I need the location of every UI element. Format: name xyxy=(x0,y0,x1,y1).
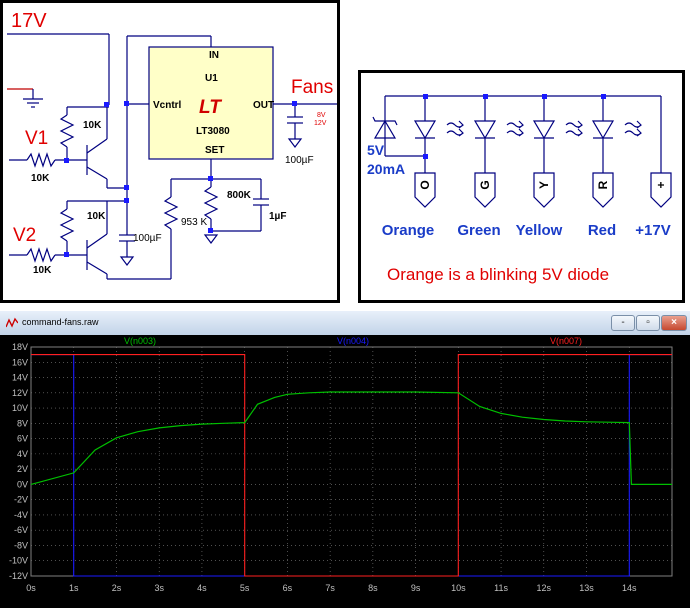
led-name-orange: Orange xyxy=(382,222,435,239)
window-titlebar[interactable]: command-fans.raw - ▫ × xyxy=(0,311,690,335)
led-note: Orange is a blinking 5V diode xyxy=(387,265,609,284)
pin-o: O xyxy=(418,180,432,189)
x-tick-label: 0s xyxy=(26,583,36,593)
x-tick-label: 8s xyxy=(368,583,378,593)
schematic-drawing: 17V Fans V1 V2 IN U1 Vcntrl OUT LT3080 S… xyxy=(7,10,337,280)
supply-label: 17V xyxy=(11,10,47,32)
x-tick-label: 14s xyxy=(622,583,637,593)
x-tick-label: 9s xyxy=(411,583,421,593)
y-tick-label: 6V xyxy=(17,434,28,444)
trace-vn003 xyxy=(30,391,672,485)
x-tick-label: 2s xyxy=(112,583,122,593)
c-filter-label: 100µF xyxy=(133,233,162,244)
r-base1-label: 10K xyxy=(31,173,50,184)
led-name-supply: +17V xyxy=(635,222,670,239)
v1-label: V1 xyxy=(25,128,48,149)
waveform-window: command-fans.raw - ▫ × 18V 16V 14V 12V 10V 8V… xyxy=(0,311,690,608)
trace-vn007 xyxy=(31,354,672,577)
y-tick-label: 0V xyxy=(17,479,28,489)
pin-r: R xyxy=(596,180,610,189)
waveform-plot: 18V 16V 14V 12V 10V 8V 6V 4V 2V 0V -2V -4V -6V -8V -10… xyxy=(0,335,690,608)
legend-entry: V(n004) xyxy=(337,336,369,346)
lt-logo: LT xyxy=(199,97,222,118)
x-tick-label: 6s xyxy=(283,583,293,593)
x-tick-label: 12s xyxy=(537,583,552,593)
ic-part: LT3080 xyxy=(196,126,230,137)
window-title: command-fans.raw xyxy=(22,317,99,327)
waveform-app-icon xyxy=(5,316,19,328)
ic-pin-in: IN xyxy=(209,50,219,61)
r-top-pullup-label: 10K xyxy=(83,120,102,131)
y-tick-label: 12V xyxy=(12,388,28,398)
x-tick-label: 5s xyxy=(240,583,250,593)
y-tick-label: -12V xyxy=(9,571,28,581)
y-tick-label: 14V xyxy=(12,373,28,383)
out-label: Fans xyxy=(291,77,333,98)
y-tick-label: 18V xyxy=(12,342,28,352)
close-button[interactable]: × xyxy=(661,315,687,331)
x-tick-label: 13s xyxy=(579,583,594,593)
y-tick-label: 2V xyxy=(17,464,28,474)
y-tick-label: 4V xyxy=(17,449,28,459)
led-name-red: Red xyxy=(588,222,616,239)
legend-entry: V(n007) xyxy=(550,336,582,346)
ic-pin-out: OUT xyxy=(253,100,274,111)
r-mid-pullup-label: 10K xyxy=(87,211,106,222)
y-tick-label: 16V xyxy=(12,357,28,367)
led-drawing: O G Y R + 5V 20mA Orange Green Yellow Re… xyxy=(367,94,672,284)
plot-background xyxy=(0,335,690,608)
ic-pin-vctrl: Vcntrl xyxy=(153,100,182,111)
c-out-label: 100µF xyxy=(285,155,314,166)
v2-label: V2 xyxy=(13,225,36,246)
led-supply-label-1: 5V xyxy=(367,142,385,158)
x-tick-label: 11s xyxy=(494,583,508,593)
y-tick-label: 10V xyxy=(12,403,28,413)
x-tick-label: 4s xyxy=(197,583,207,593)
led-name-green: Green xyxy=(457,222,500,239)
y-tick-label: -8V xyxy=(14,540,28,550)
c-set-label: 1µF xyxy=(269,211,286,222)
y-tick-label: -10V xyxy=(9,556,28,566)
led-supply-label-2: 20mA xyxy=(367,161,405,177)
pin-y: Y xyxy=(537,181,551,189)
led-connector-panel: O G Y R + 5V 20mA Orange Green Yellow Re… xyxy=(358,70,685,303)
r-set2-label: 800K xyxy=(227,190,252,201)
x-tick-label: 3s xyxy=(154,583,164,593)
x-tick-label: 1s xyxy=(69,583,79,593)
maximize-button[interactable]: ▫ xyxy=(636,315,660,331)
minimize-button[interactable]: - xyxy=(611,315,635,331)
r-set1-label: 953 K xyxy=(181,217,207,228)
r-base2-label: 10K xyxy=(33,265,52,276)
x-tick-label: 10s xyxy=(451,583,466,593)
out-note-1: 8V xyxy=(317,112,326,119)
y-tick-label: -6V xyxy=(14,525,28,535)
ic-pin-set: SET xyxy=(205,145,224,156)
out-note-2: 12V xyxy=(314,120,327,127)
pin-plus: + xyxy=(654,181,668,188)
pin-g: G xyxy=(478,180,492,189)
led-name-yellow: Yellow xyxy=(516,222,563,239)
y-tick-label: -4V xyxy=(14,510,28,520)
y-tick-label: -2V xyxy=(14,495,28,505)
regulator-schematic: 17V Fans V1 V2 IN U1 Vcntrl OUT LT3080 S… xyxy=(0,0,340,303)
legend-entry: V(n003) xyxy=(124,336,156,346)
ic-ref: U1 xyxy=(205,73,218,84)
y-tick-label: 8V xyxy=(17,418,28,428)
x-tick-label: 7s xyxy=(325,583,335,593)
